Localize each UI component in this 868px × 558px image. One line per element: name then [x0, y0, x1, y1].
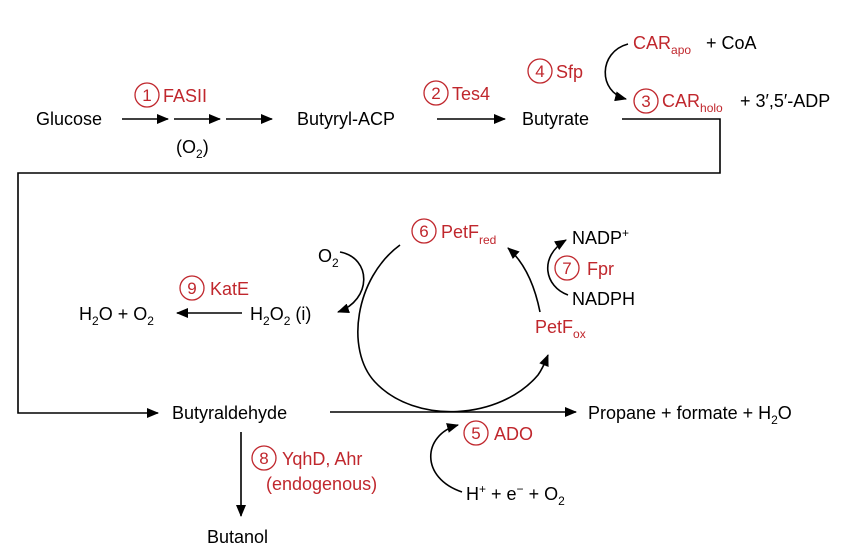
- butyraldehyde-label: Butyraldehyde: [172, 403, 287, 423]
- sfp-curved-arrow: [604, 43, 629, 102]
- h2o-o2-label: H2O + O2: [79, 304, 154, 328]
- butyryl-acp-label: Butyryl-ACP: [297, 109, 395, 129]
- enzyme-1-fasii: FASII: [163, 86, 207, 106]
- enzyme-2-number-circle: [423, 80, 449, 106]
- enzyme-7-number-circle: [554, 255, 580, 281]
- enzyme-7-number: 7: [562, 259, 571, 278]
- glucose-label: Glucose: [36, 109, 102, 129]
- o2-cofactor-label: (O2): [176, 137, 209, 161]
- enzyme-1-number: 1: [142, 86, 151, 105]
- products-label: Propane + formate + H2O: [588, 403, 792, 427]
- butyrate-label: Butyrate: [522, 109, 589, 129]
- enzyme-5-number-circle: [463, 420, 489, 446]
- enzyme-4-sfp: Sfp: [556, 62, 583, 82]
- butyrate-to-butyraldehyde-connector: [17, 118, 721, 418]
- enzyme-4-number-circle: [527, 58, 553, 84]
- enzyme-8-number-circle: [251, 445, 277, 471]
- adp-label: + 3′,5′-ADP: [740, 91, 830, 111]
- car-apo-label: CARapo: [633, 33, 691, 57]
- enzyme-3-number: 3: [641, 92, 650, 111]
- petf-ox-to-red-arc: [507, 247, 541, 313]
- enzyme-9-number: 9: [187, 279, 196, 298]
- enzyme-9-kate: KatE: [210, 279, 249, 299]
- enzyme-5-number: 5: [471, 424, 480, 443]
- enzyme-3-number-circle: [633, 88, 659, 114]
- enzyme-8-endogenous-note: (endogenous): [266, 474, 377, 494]
- h2o2-label: H2O2 (i): [250, 304, 311, 328]
- enzyme-2-number: 2: [431, 84, 440, 103]
- enzyme-7-fpr: Fpr: [587, 259, 614, 279]
- coa-label: + CoA: [706, 33, 757, 53]
- enzyme-6-number-circle: [411, 218, 437, 244]
- electrons-label: H+ + e− + O2: [466, 482, 565, 508]
- o2-cycle-label: O2: [318, 246, 339, 270]
- enzyme-4-number: 4: [535, 62, 544, 81]
- enzyme-8-number: 8: [259, 449, 268, 468]
- nadp-label: NADP+: [572, 226, 629, 248]
- fpr-curved-arrow: [547, 239, 569, 296]
- enzyme-5-ado: ADO: [494, 424, 533, 444]
- electrons-curved-arrow: [429, 423, 463, 493]
- enzyme-6-petf-red: PetFred: [441, 222, 496, 247]
- nadph-label: NADPH: [572, 289, 635, 309]
- enzyme-1-number-circle: [134, 82, 160, 108]
- enzyme-2-tes4: Tes4: [452, 84, 490, 104]
- enzyme-6-number: 6: [419, 222, 428, 241]
- enzyme-8-yqhd-ahr: YqhD, Ahr: [282, 449, 362, 469]
- enzyme-3-car-holo: CARholo: [662, 91, 723, 115]
- enzyme-9-number-circle: [179, 275, 205, 301]
- petf-red-to-ox-arc: [357, 244, 549, 413]
- butanol-label: Butanol: [207, 527, 268, 547]
- o2-curved-arrow: [337, 251, 365, 314]
- petf-ox-label: PetFox: [535, 317, 586, 341]
